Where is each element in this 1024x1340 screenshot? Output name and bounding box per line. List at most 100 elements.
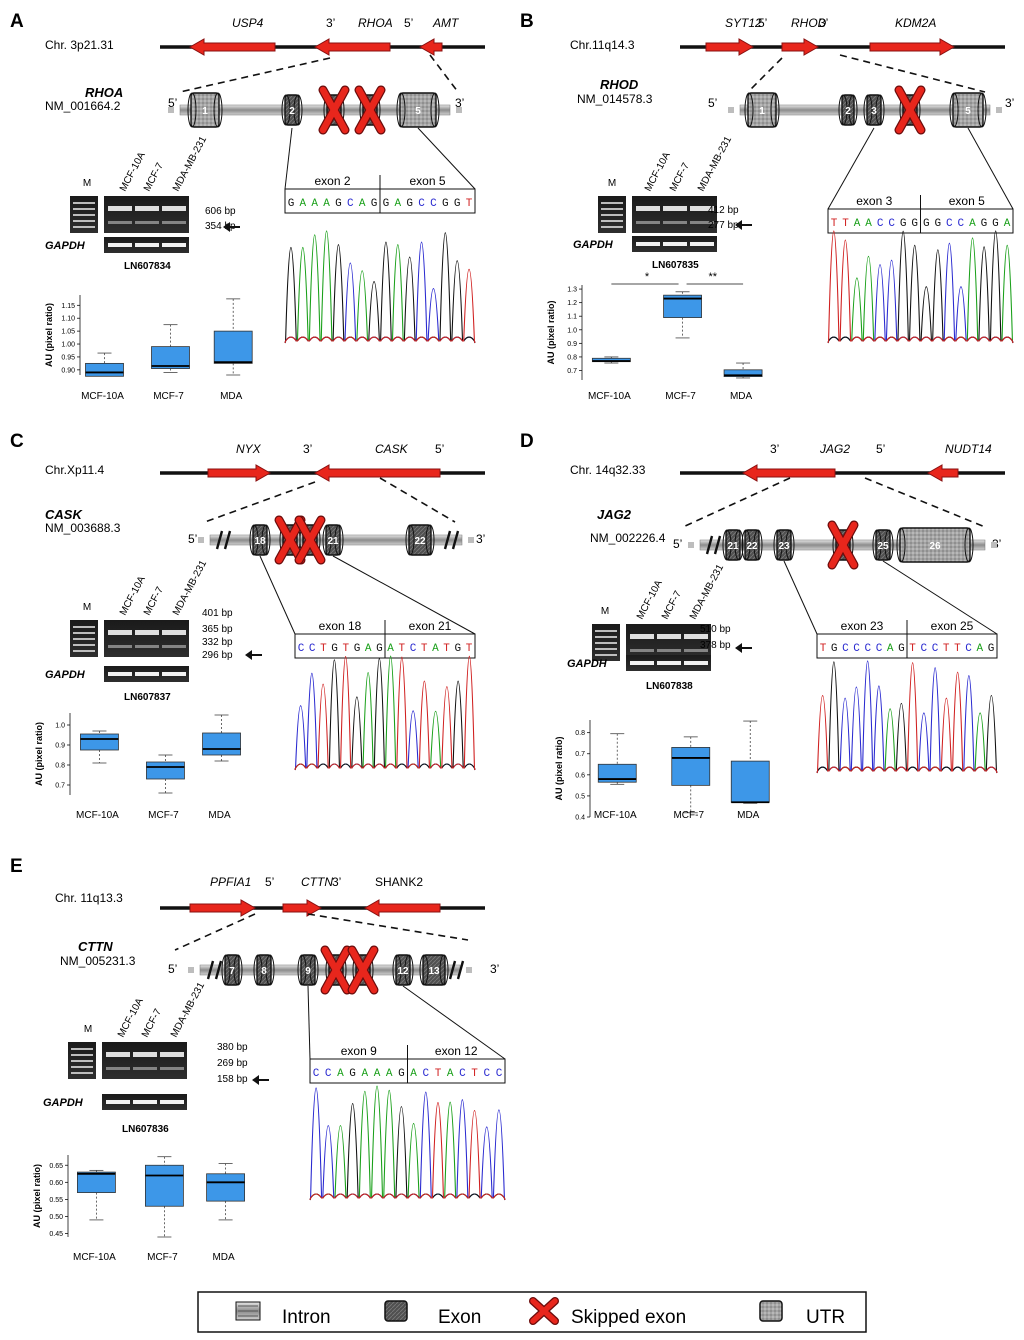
y-tick-label: 0.5 [575, 793, 585, 800]
transcript-3prime: 3’ [1005, 96, 1014, 110]
nucleotide: C [877, 218, 884, 230]
utr-exon-5-label: 5 [415, 106, 421, 117]
y-tick-label: 0.9 [55, 743, 65, 750]
band-size-label: 412 bp [708, 205, 739, 216]
band-arrow [223, 222, 240, 232]
exon-3-label: 3 [871, 106, 877, 117]
nucleotide: A [386, 1068, 393, 1080]
x-category-label: MCF-10A [73, 1252, 116, 1263]
junction-callout-line [417, 127, 476, 190]
gapdh-band [162, 672, 186, 676]
exon-25-label: 25 [877, 541, 889, 552]
transcript-5prime: 5’ [708, 96, 717, 110]
exon-22-cap [741, 529, 751, 561]
exon-25-cap [872, 529, 882, 561]
junction-left-exon: exon 23 [841, 619, 884, 633]
nucleotide: A [887, 643, 894, 655]
nucleotide: G [349, 1068, 356, 1080]
junction-left-exon: exon 9 [341, 1044, 377, 1058]
legend-label-utr: UTR [806, 1307, 845, 1328]
utr-exon-1-cap [213, 92, 223, 128]
exon-8-cap [265, 954, 275, 986]
gapdh-band [630, 661, 654, 665]
band-size-label: 380 bp [217, 1042, 248, 1053]
gapdh-band [135, 672, 159, 676]
lane-label: MCF-7 [140, 1007, 164, 1040]
gene-arrow-cask [313, 464, 441, 482]
exon-2-cap [281, 94, 291, 126]
x-category-label: MCF-7 [153, 391, 184, 402]
sample-gel [632, 196, 717, 233]
nucleotide: G [383, 198, 390, 210]
utr-exon-1-label: 1 [759, 106, 765, 117]
exon-3-cap [863, 94, 873, 126]
gene-label-ppfia1: PPFIA1 [210, 875, 251, 889]
nucleotide: C [298, 643, 305, 655]
y-tick-label: 0.6 [575, 772, 585, 779]
zoom-line [179, 57, 331, 93]
marker-band [71, 1054, 93, 1056]
skipped-exon-20 [295, 516, 325, 564]
y-tick-label: 0.45 [49, 1231, 63, 1238]
x-category-label: MCF-7 [673, 810, 704, 821]
chromatogram [284, 230, 476, 344]
box-mcf-10a [80, 733, 119, 751]
gel-band [630, 634, 654, 639]
skipped-exon-3 [319, 86, 349, 134]
marker-band [71, 1048, 93, 1050]
nucleotide: G [442, 198, 449, 210]
y-tick-label: 0.7 [55, 783, 65, 790]
gene-arrow-rhoa [313, 38, 391, 56]
nucleotide: C [496, 1068, 503, 1080]
nucleotide: T [831, 218, 838, 230]
intron-end [466, 967, 472, 973]
nucleotide: A [359, 198, 366, 210]
nucleotide: C [459, 1068, 466, 1080]
gene-arrow-syt12 [705, 38, 755, 56]
nucleotide: A [374, 1068, 381, 1080]
exon-22-label: 22 [746, 541, 758, 552]
y-tick-label: 0.50 [49, 1214, 63, 1221]
nucleotide: C [842, 643, 849, 655]
nucleotide: C [946, 218, 953, 230]
junction-right-exon: exon 5 [409, 174, 445, 188]
exon-2-cap [838, 94, 848, 126]
exon-18-cap [249, 524, 259, 556]
gapdh-band [160, 1100, 184, 1104]
break-mark [215, 530, 232, 550]
gene-arrow-nudt14 [926, 464, 959, 482]
panel-label: A [10, 11, 24, 32]
legend-label-intron: Intron [282, 1307, 331, 1328]
marker-band [71, 1072, 93, 1074]
gel-band [162, 206, 186, 211]
gel-band [160, 1052, 184, 1057]
nucleotide: G [981, 218, 988, 230]
zoom-line [429, 54, 459, 93]
nucleotide: C [325, 1068, 332, 1080]
exon-13-cap [419, 954, 429, 986]
marker-band [73, 208, 95, 210]
skipped-exon-4 [895, 86, 925, 134]
nucleotide: C [309, 643, 316, 655]
transcript-name: CTTN [78, 939, 113, 954]
skipped-exon-icon-shape [530, 1298, 558, 1324]
intron-bar [739, 104, 991, 116]
nucleotide: T [842, 218, 849, 230]
nucleotide: C [920, 643, 927, 655]
lane-label: MDA-MB-231 [688, 562, 726, 621]
nucleotide: G [335, 198, 342, 210]
utr-exon-26-cap [964, 527, 974, 563]
gel-band [663, 221, 687, 224]
utr-exon-26-label: 26 [929, 541, 941, 552]
marker-band [73, 202, 95, 204]
gel-band [135, 630, 159, 635]
gel-band [106, 1052, 130, 1057]
nucleotide: T [943, 643, 950, 655]
y-tick-label: 0.4 [575, 815, 585, 822]
gapdh-label: GAPDH [43, 1097, 84, 1109]
box-mda [206, 1173, 246, 1202]
